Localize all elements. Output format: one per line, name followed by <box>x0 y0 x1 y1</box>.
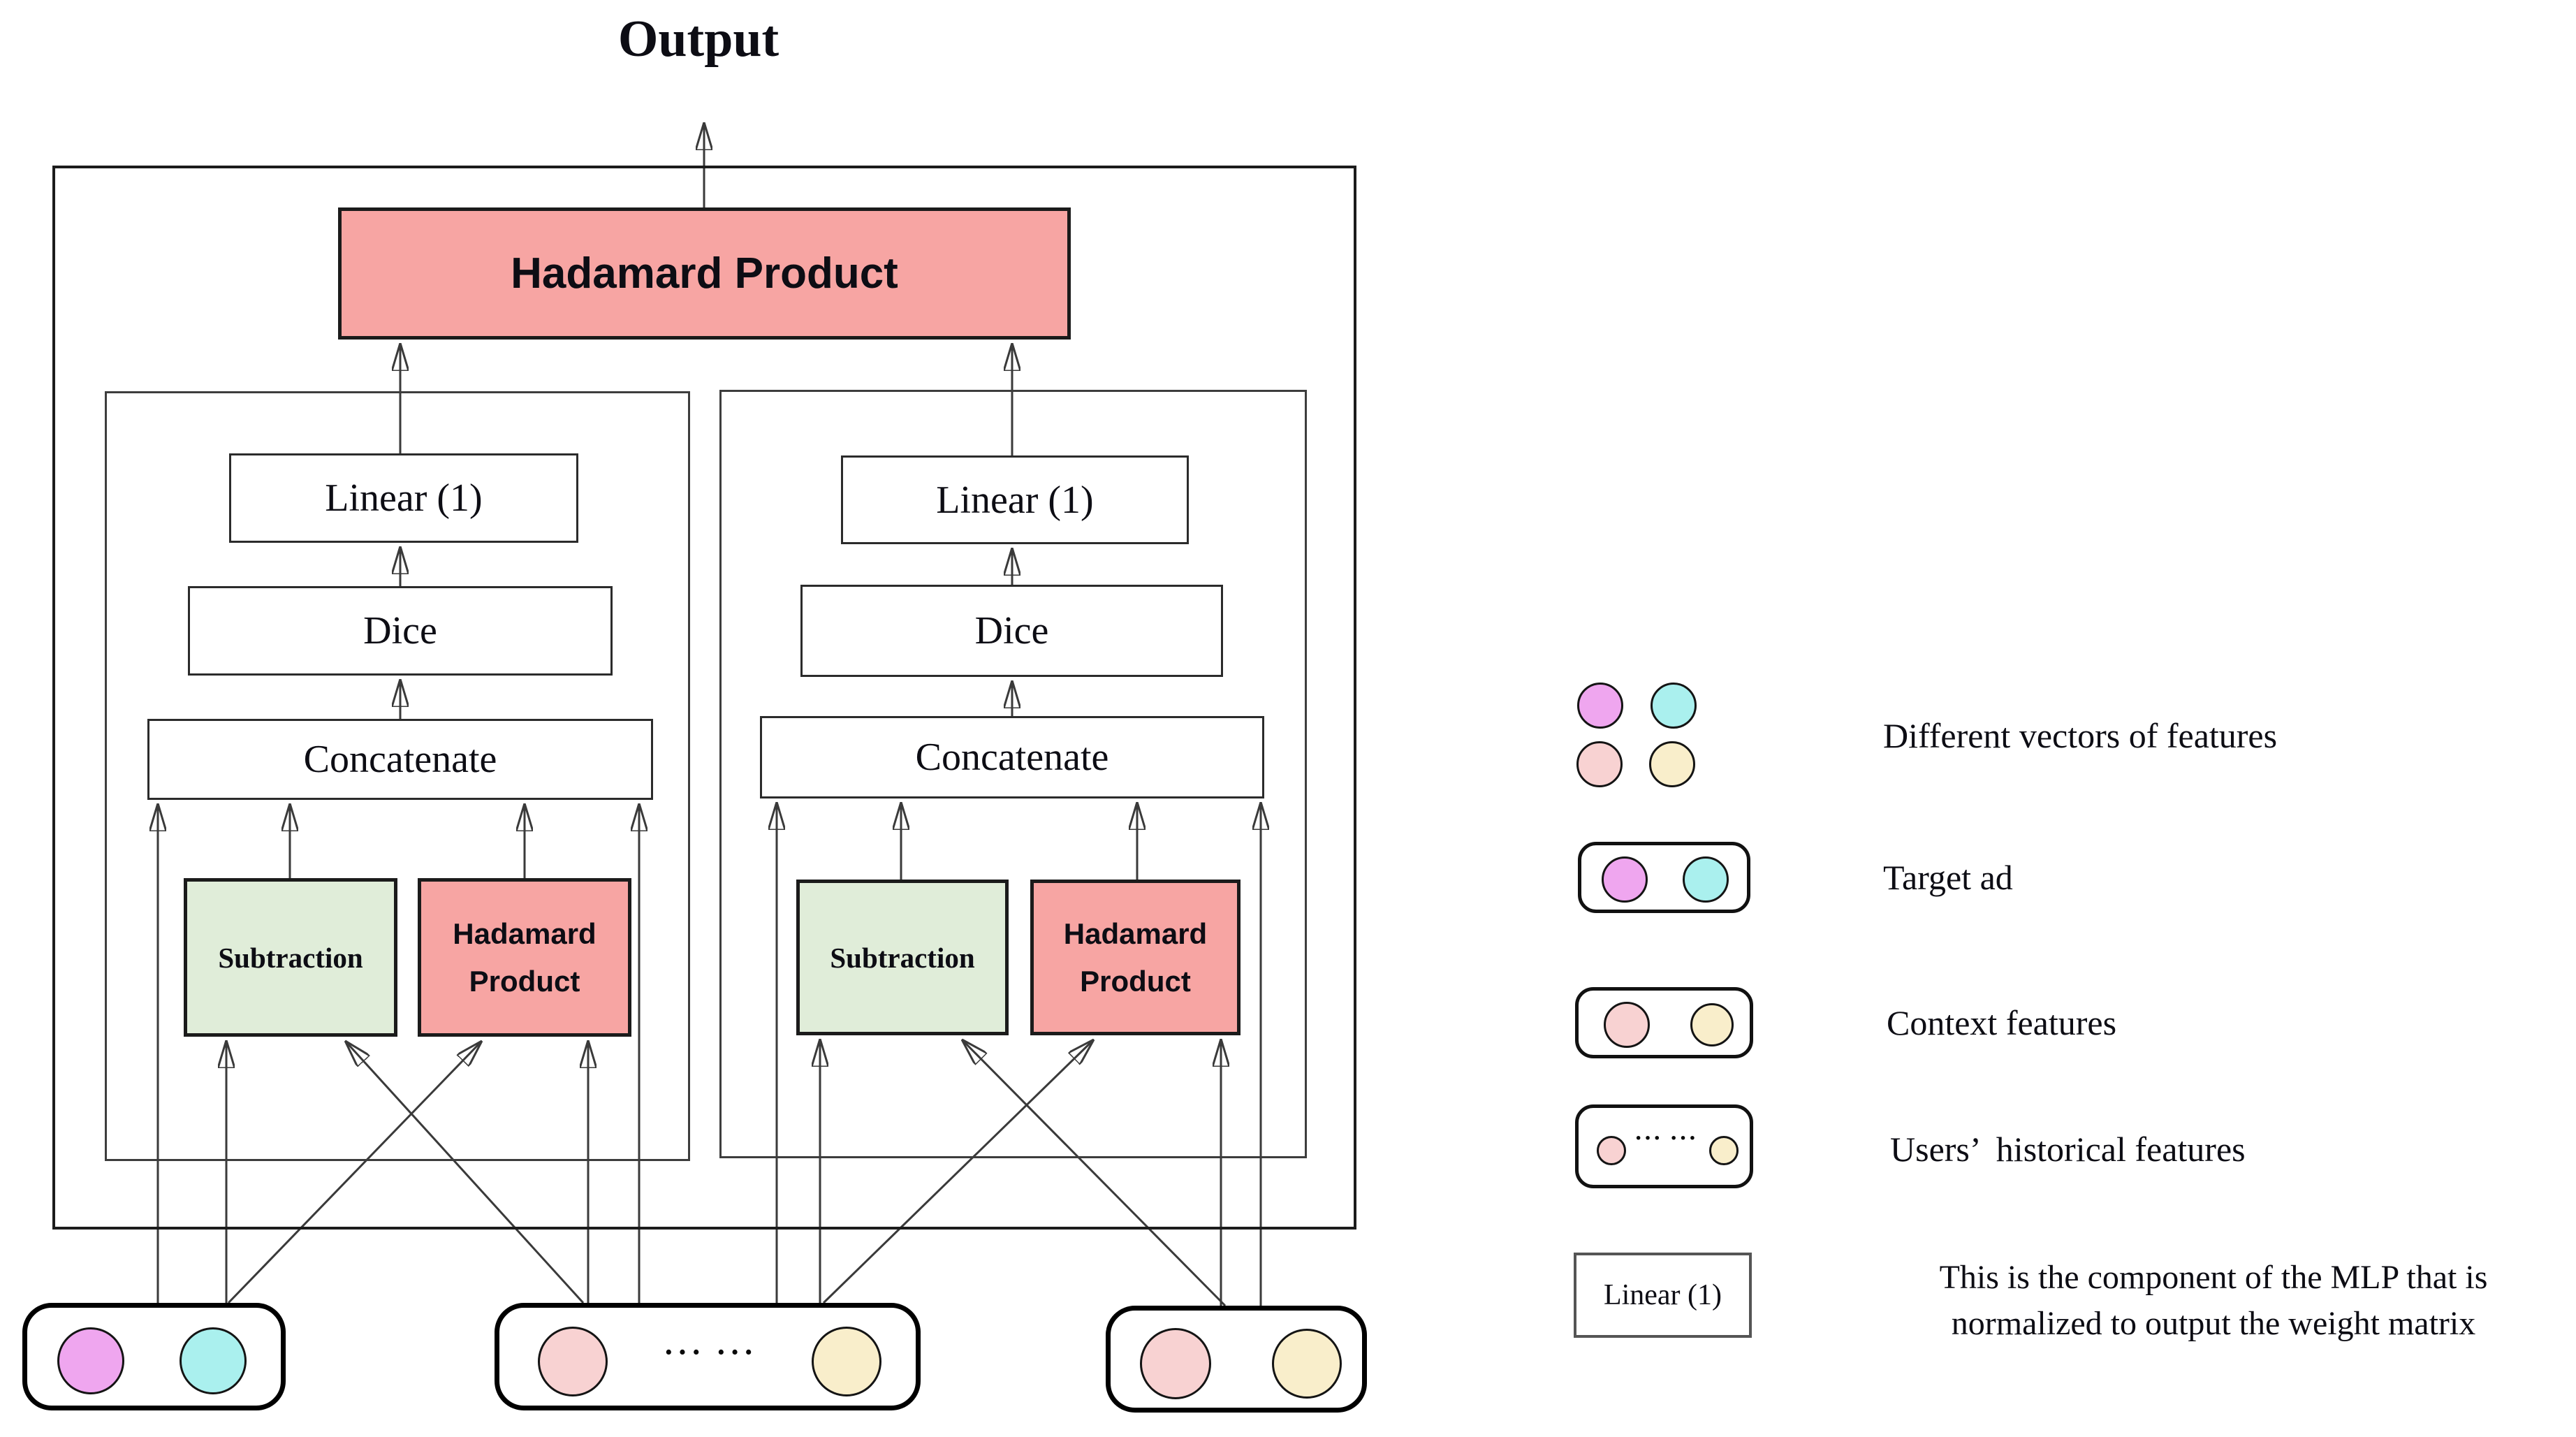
arrow-targetad-to-hadamardsmall-left <box>227 1042 481 1304</box>
dice-box-right: Dice <box>800 585 1223 677</box>
hadamard-product-main-box: Hadamard Product <box>338 207 1071 340</box>
dice-label-left: Dice <box>363 609 437 652</box>
attention-subblock-right <box>719 390 1307 1158</box>
legend-mlp-note: This is the component of the MLP that is… <box>1851 1255 2576 1347</box>
history-ellipsis-dots: ··· ··· <box>664 1335 758 1369</box>
legend-pink-vector <box>1576 741 1623 787</box>
target-ad-cyan-vector <box>180 1327 247 1394</box>
legend-target-ad-capsule <box>1578 842 1750 913</box>
legend-linear-box: Linear (1) <box>1574 1253 1752 1338</box>
hadamard-small-box-right: Hadamard Product <box>1030 880 1241 1035</box>
legend-history-dots: ··· ··· <box>1634 1125 1698 1151</box>
legend-label-users-historical: Users’ historical features <box>1890 1130 2246 1169</box>
legend-purple-vector <box>1577 683 1623 729</box>
history-yellow-vector <box>812 1327 881 1396</box>
user-history-input-capsule: ··· ··· <box>495 1303 921 1410</box>
legend-label-context-features: Context features <box>1887 1003 2117 1042</box>
hadamard-product-main-label: Hadamard Product <box>511 249 898 298</box>
dice-box-left: Dice <box>188 586 613 676</box>
hadamard-small-box-left: Hadamard Product <box>418 878 631 1037</box>
legend-context-pink <box>1604 1002 1650 1048</box>
hadamard-small-label-right: Hadamard Product <box>1063 917 1208 998</box>
context-pink-vector <box>1140 1328 1211 1399</box>
legend-yellow-vector <box>1649 741 1695 787</box>
concatenate-label-left: Concatenate <box>303 738 497 781</box>
legend-history-yellow <box>1709 1136 1739 1165</box>
legend-linear-label: Linear (1) <box>1603 1279 1722 1311</box>
context-yellow-vector <box>1272 1329 1342 1399</box>
legend-target-purple <box>1602 856 1648 903</box>
concatenate-label-right: Concatenate <box>915 736 1109 779</box>
attention-outer-box <box>52 166 1356 1230</box>
linear-label-right: Linear (1) <box>936 478 1094 522</box>
legend-mlp-note-line1: This is the component of the MLP that is <box>1939 1259 2488 1296</box>
target-ad-input-capsule <box>22 1303 286 1410</box>
concatenate-box-right: Concatenate <box>760 716 1264 798</box>
hadamard-small-label-left: Hadamard Product <box>453 917 597 998</box>
arrow-history-to-hadamardsmall-right <box>822 1041 1092 1304</box>
concatenate-box-left: Concatenate <box>147 719 653 800</box>
legend-label-target-ad: Target ad <box>1883 858 2013 897</box>
output-label: Output <box>617 10 780 68</box>
legend-history-pink <box>1597 1136 1626 1165</box>
history-pink-vector <box>538 1327 608 1396</box>
legend: Different vectors of features Target ad … <box>1572 671 2576 1355</box>
subtraction-box-left: Subtraction <box>184 878 397 1037</box>
linear-box-left: Linear (1) <box>229 453 578 543</box>
subtraction-label-left: Subtraction <box>218 941 363 974</box>
arrow-context-to-subtraction-right <box>963 1041 1227 1307</box>
legend-history-capsule: ··· ··· <box>1575 1104 1753 1188</box>
target-ad-purple-vector <box>57 1327 124 1394</box>
attention-subblock-left <box>105 391 690 1161</box>
context-input-capsule <box>1106 1306 1367 1413</box>
linear-label-left: Linear (1) <box>325 476 483 520</box>
legend-context-capsule <box>1575 987 1753 1058</box>
linear-box-right: Linear (1) <box>841 455 1189 544</box>
legend-context-yellow <box>1690 1003 1734 1046</box>
subtraction-box-right: Subtraction <box>796 880 1009 1035</box>
legend-target-cyan <box>1683 856 1729 903</box>
subtraction-label-right: Subtraction <box>830 941 975 974</box>
legend-mlp-note-line2: normalized to output the weight matrix <box>1951 1305 2476 1342</box>
arrow-history-to-subtraction-left <box>346 1042 585 1304</box>
dice-label-right: Dice <box>974 609 1049 652</box>
legend-label-different-vectors: Different vectors of features <box>1883 716 2278 755</box>
legend-cyan-vector <box>1651 683 1697 729</box>
